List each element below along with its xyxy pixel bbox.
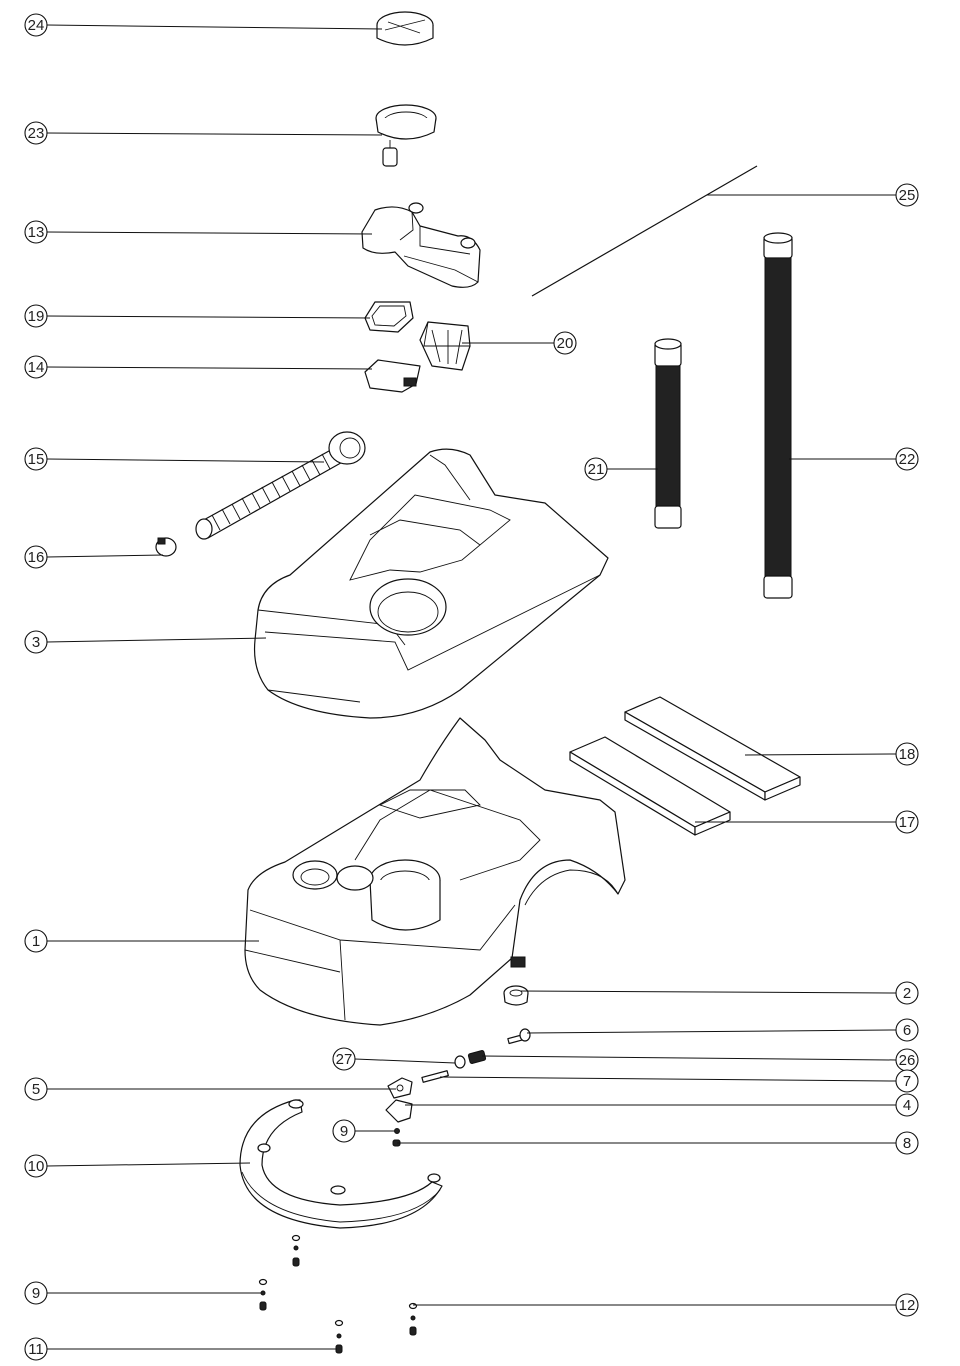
part-pin [421, 1070, 449, 1083]
callout-20: 20 [557, 335, 574, 352]
callout-1: 1 [32, 933, 40, 950]
callout-2: 2 [903, 985, 911, 1002]
callout-8: 8 [903, 1135, 911, 1152]
callout-9-lower: 9 [32, 1285, 40, 1302]
callout-3: 3 [32, 634, 40, 651]
part-foam-pad-small [569, 736, 731, 836]
part-rod [531, 165, 758, 297]
callout-16: 16 [28, 549, 45, 566]
callout-10: 10 [28, 1158, 45, 1175]
part-holder [385, 1099, 413, 1123]
callout-6: 6 [903, 1022, 911, 1039]
callout-7: 7 [903, 1073, 911, 1090]
part-cap [376, 11, 434, 46]
part-o-ring [454, 1055, 466, 1069]
callout-24: 24 [28, 17, 45, 34]
callout-4: 4 [903, 1097, 911, 1114]
callout-13: 13 [28, 224, 45, 241]
part-basket [419, 321, 471, 371]
callout-17: 17 [899, 814, 916, 831]
callout-23: 23 [28, 125, 45, 142]
part-clamp [155, 537, 177, 557]
callout-12: 12 [899, 1297, 916, 1314]
callout-21: 21 [588, 461, 605, 478]
callout-25: 25 [899, 187, 916, 204]
part-short-hose [654, 338, 682, 529]
callout-22: 22 [899, 451, 916, 468]
part-fitting [467, 1050, 487, 1064]
part-bottom-screws [258, 1234, 418, 1354]
part-long-hose [763, 232, 793, 599]
part-bolt [507, 1028, 531, 1045]
callout-18: 18 [899, 746, 916, 763]
part-foam-pad-large [624, 696, 801, 801]
parts [155, 11, 801, 1354]
callout-11: 11 [28, 1341, 44, 1358]
callout-14: 14 [28, 359, 45, 376]
part-corrugated-hose [195, 431, 366, 540]
callouts: 24 23 13 19 14 15 16 3 1 27 5 9 [24, 13, 919, 1361]
part-base-ring [239, 1099, 443, 1229]
part-nut [503, 985, 529, 1006]
callout-19: 19 [28, 308, 45, 325]
part-main-base [244, 717, 626, 1026]
part-tray [364, 301, 414, 333]
part-upper-shell [253, 448, 609, 719]
callout-26: 26 [899, 1052, 916, 1069]
callout-27: 27 [336, 1051, 353, 1068]
part-lid [361, 202, 481, 288]
part-filter-housing [375, 104, 437, 167]
callout-9-upper: 9 [340, 1123, 348, 1140]
callout-5: 5 [32, 1081, 40, 1098]
part-bracket [364, 359, 421, 393]
callout-15: 15 [28, 451, 45, 468]
part-valve [387, 1077, 413, 1099]
